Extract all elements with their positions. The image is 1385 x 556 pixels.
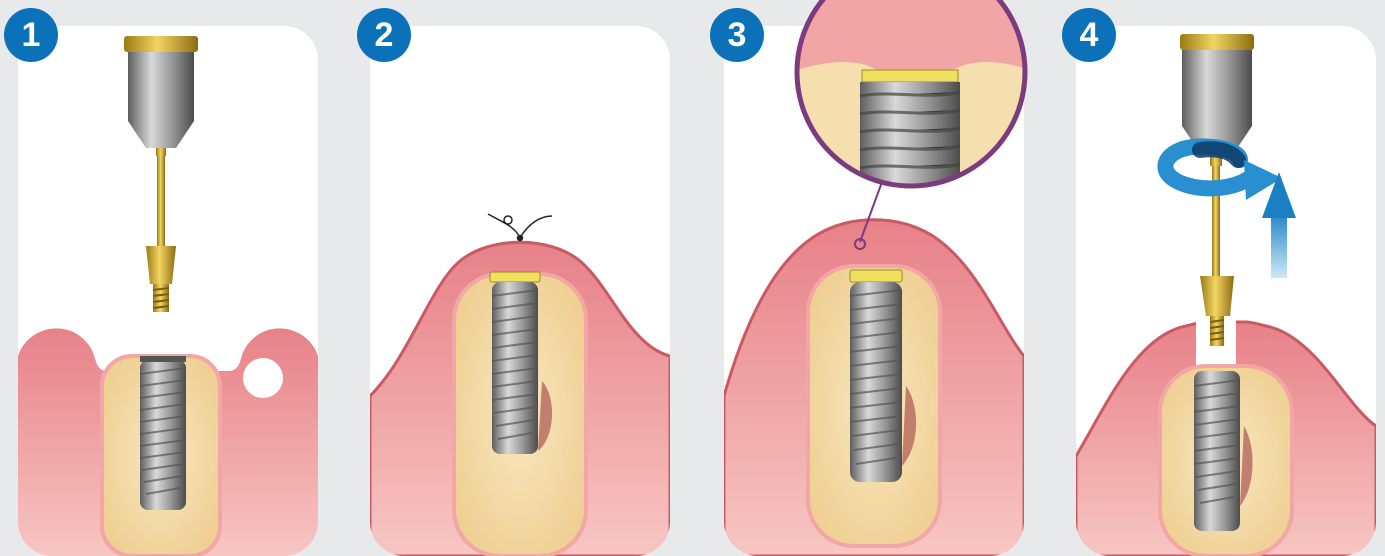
- rotation-arrow-icon: [1165, 146, 1282, 200]
- step-badge-1: 1: [4, 8, 58, 62]
- step-badge-3: 3: [710, 8, 764, 62]
- step-badge-4: 4: [1062, 8, 1116, 62]
- zoom-inset: [790, 0, 1040, 200]
- overlays: [0, 0, 1385, 538]
- step-badge-2: 2: [357, 8, 411, 62]
- up-arrow-icon: [1262, 172, 1296, 278]
